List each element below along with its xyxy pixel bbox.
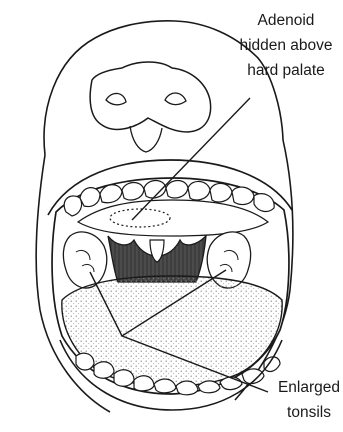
adenoid-label: Adenoid hidden above hard palate (239, 12, 332, 79)
tonsils-label: Enlarged tonsils (278, 379, 340, 421)
tonsil-left (63, 232, 106, 288)
nostril-left (106, 93, 126, 104)
tonsils-label-line-1: Enlarged (278, 379, 340, 396)
tonsils-label-line-2: tonsils (287, 404, 331, 421)
nostril-right (165, 93, 186, 105)
philtrum (130, 126, 162, 152)
adenoid-label-line-1: Adenoid (258, 12, 315, 29)
adenoid-label-line-3: hard palate (247, 62, 325, 79)
adenoid-label-line-2: hidden above (239, 37, 332, 54)
